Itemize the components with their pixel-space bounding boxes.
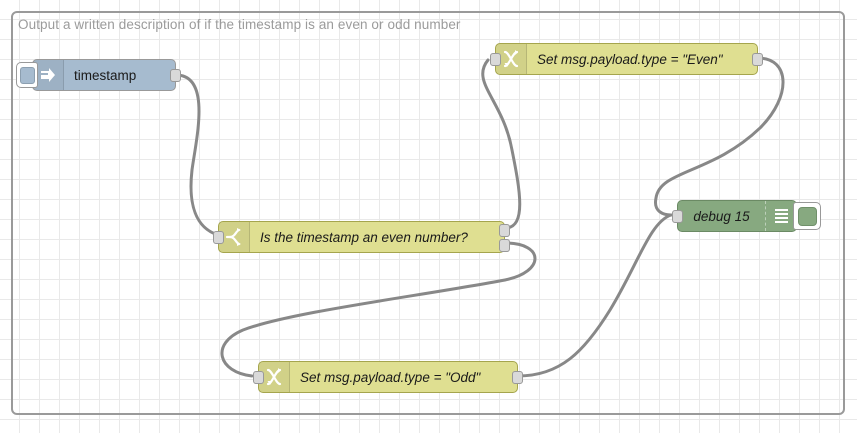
inject-trigger-button[interactable] xyxy=(16,62,38,88)
inject-node[interactable]: timestamp xyxy=(16,59,181,91)
change-even-input-port[interactable] xyxy=(490,53,501,66)
debug-lines-icon xyxy=(765,201,796,231)
change-swap-icon xyxy=(259,362,290,392)
switch-node-label: Is the timestamp an even number? xyxy=(260,229,468,245)
switch-branch-icon xyxy=(219,222,250,252)
debug-enable-toggle-inner xyxy=(797,206,817,226)
change-odd-input-port[interactable] xyxy=(253,371,264,384)
debug-input-port[interactable] xyxy=(672,210,683,223)
inject-output-port[interactable] xyxy=(170,69,181,82)
inject-arrow-icon xyxy=(33,60,64,90)
change-node-odd[interactable]: Set msg.payload.type = "Odd" xyxy=(253,361,523,393)
change-odd-node-label: Set msg.payload.type = "Odd" xyxy=(300,369,481,385)
debug-enable-toggle-button[interactable] xyxy=(793,202,821,230)
switch-input-port[interactable] xyxy=(213,231,224,244)
change-node-even[interactable]: Set msg.payload.type = "Even" xyxy=(490,43,763,75)
switch-node[interactable]: Is the timestamp an even number? xyxy=(213,221,510,253)
change-odd-output-port[interactable] xyxy=(512,371,523,384)
switch-output-port-2[interactable] xyxy=(499,239,510,252)
node-group-box[interactable] xyxy=(11,11,845,415)
inject-node-label: timestamp xyxy=(74,67,137,83)
change-swap-icon xyxy=(496,44,527,74)
debug-node-label: debug 15 xyxy=(693,208,750,224)
change-even-output-port[interactable] xyxy=(752,53,763,66)
inject-trigger-button-inner xyxy=(19,66,35,84)
switch-output-port-1[interactable] xyxy=(499,224,510,237)
debug-node[interactable]: debug 15 xyxy=(672,200,821,232)
node-group-title: Output a written description of if the t… xyxy=(18,17,461,32)
change-even-node-label: Set msg.payload.type = "Even" xyxy=(537,51,723,67)
